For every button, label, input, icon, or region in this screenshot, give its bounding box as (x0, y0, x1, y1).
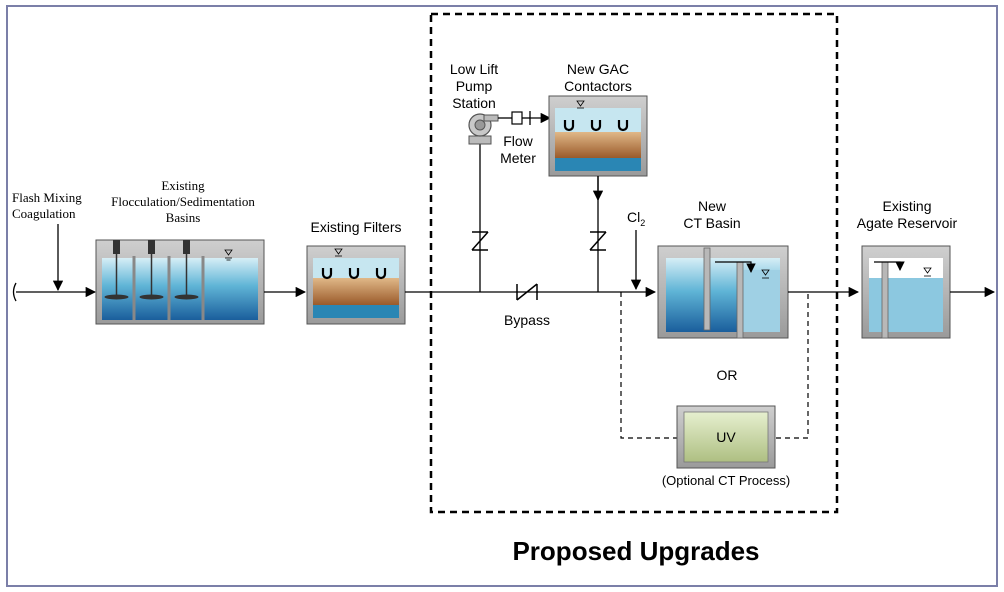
bypass-label: Bypass (504, 312, 550, 328)
mixer-1 (104, 240, 129, 300)
uv-label: UV (716, 429, 736, 445)
pump-label-2: Pump (456, 78, 493, 94)
or-label: OR (717, 367, 738, 383)
pump-label-3: Station (452, 95, 496, 111)
reservoir-water-level-icon (923, 267, 932, 277)
gac-label-1: New GAC (567, 61, 629, 77)
floc-sed-label-3: Basins (166, 210, 201, 225)
ct-basin-label-2: CT Basin (683, 215, 740, 231)
mixer-2 (139, 240, 164, 300)
ct-water-level-icon (761, 269, 770, 279)
floc-sed-basins (95, 239, 265, 325)
filters-label: Existing Filters (310, 219, 401, 235)
pump-icon (468, 113, 499, 145)
uv-unit (676, 405, 776, 469)
flow-meter-label-2: Meter (500, 150, 536, 166)
flash-mixing-label: Flash Mixing (12, 190, 82, 205)
gac-label-2: Contactors (564, 78, 632, 94)
mixer-3 (174, 240, 199, 300)
gac-contactors (548, 95, 648, 177)
existing-filters (306, 245, 406, 325)
ct-basin-label-1: New (698, 198, 727, 214)
optional-ct-label: (Optional CT Process) (662, 473, 790, 488)
chlorine-label-sub: 2 (640, 218, 645, 228)
water-level-icon (224, 249, 233, 261)
filter-water-level-icon (334, 248, 343, 257)
flow-meter-label-1: Flow (503, 133, 533, 149)
reservoir-label-2: Agate Reservoir (857, 215, 958, 231)
gac-water-level-icon (576, 100, 585, 109)
floc-sed-label-2: Flocculation/Sedimentation (111, 194, 255, 209)
reservoir-label-1: Existing (882, 198, 931, 214)
coagulation-label: Coagulation (12, 206, 76, 221)
pump-branch-valve (471, 231, 489, 251)
outer-frame (6, 5, 998, 587)
ct-basin (657, 245, 789, 339)
agate-reservoir (861, 245, 951, 339)
pump-station-label-group: Low Lift Pump Station (450, 61, 498, 111)
floc-sed-label-group: Existing Flocculation/Sedimentation Basi… (111, 178, 255, 225)
flow-meter (498, 111, 552, 125)
chlorine-label: Cl2 (627, 209, 645, 228)
gac-branch-valve (589, 231, 607, 251)
uv-dashed-path (620, 292, 809, 439)
pump-label-1: Low Lift (450, 61, 498, 77)
proposed-upgrades-boundary (429, 12, 839, 514)
bypass-check-valve (516, 283, 538, 301)
chlorine-label-base: Cl (627, 209, 640, 225)
inflow-pipe (12, 282, 97, 302)
floc-sed-label-1: Existing (161, 178, 205, 193)
proposed-upgrades-title: Proposed Upgrades (512, 536, 759, 566)
